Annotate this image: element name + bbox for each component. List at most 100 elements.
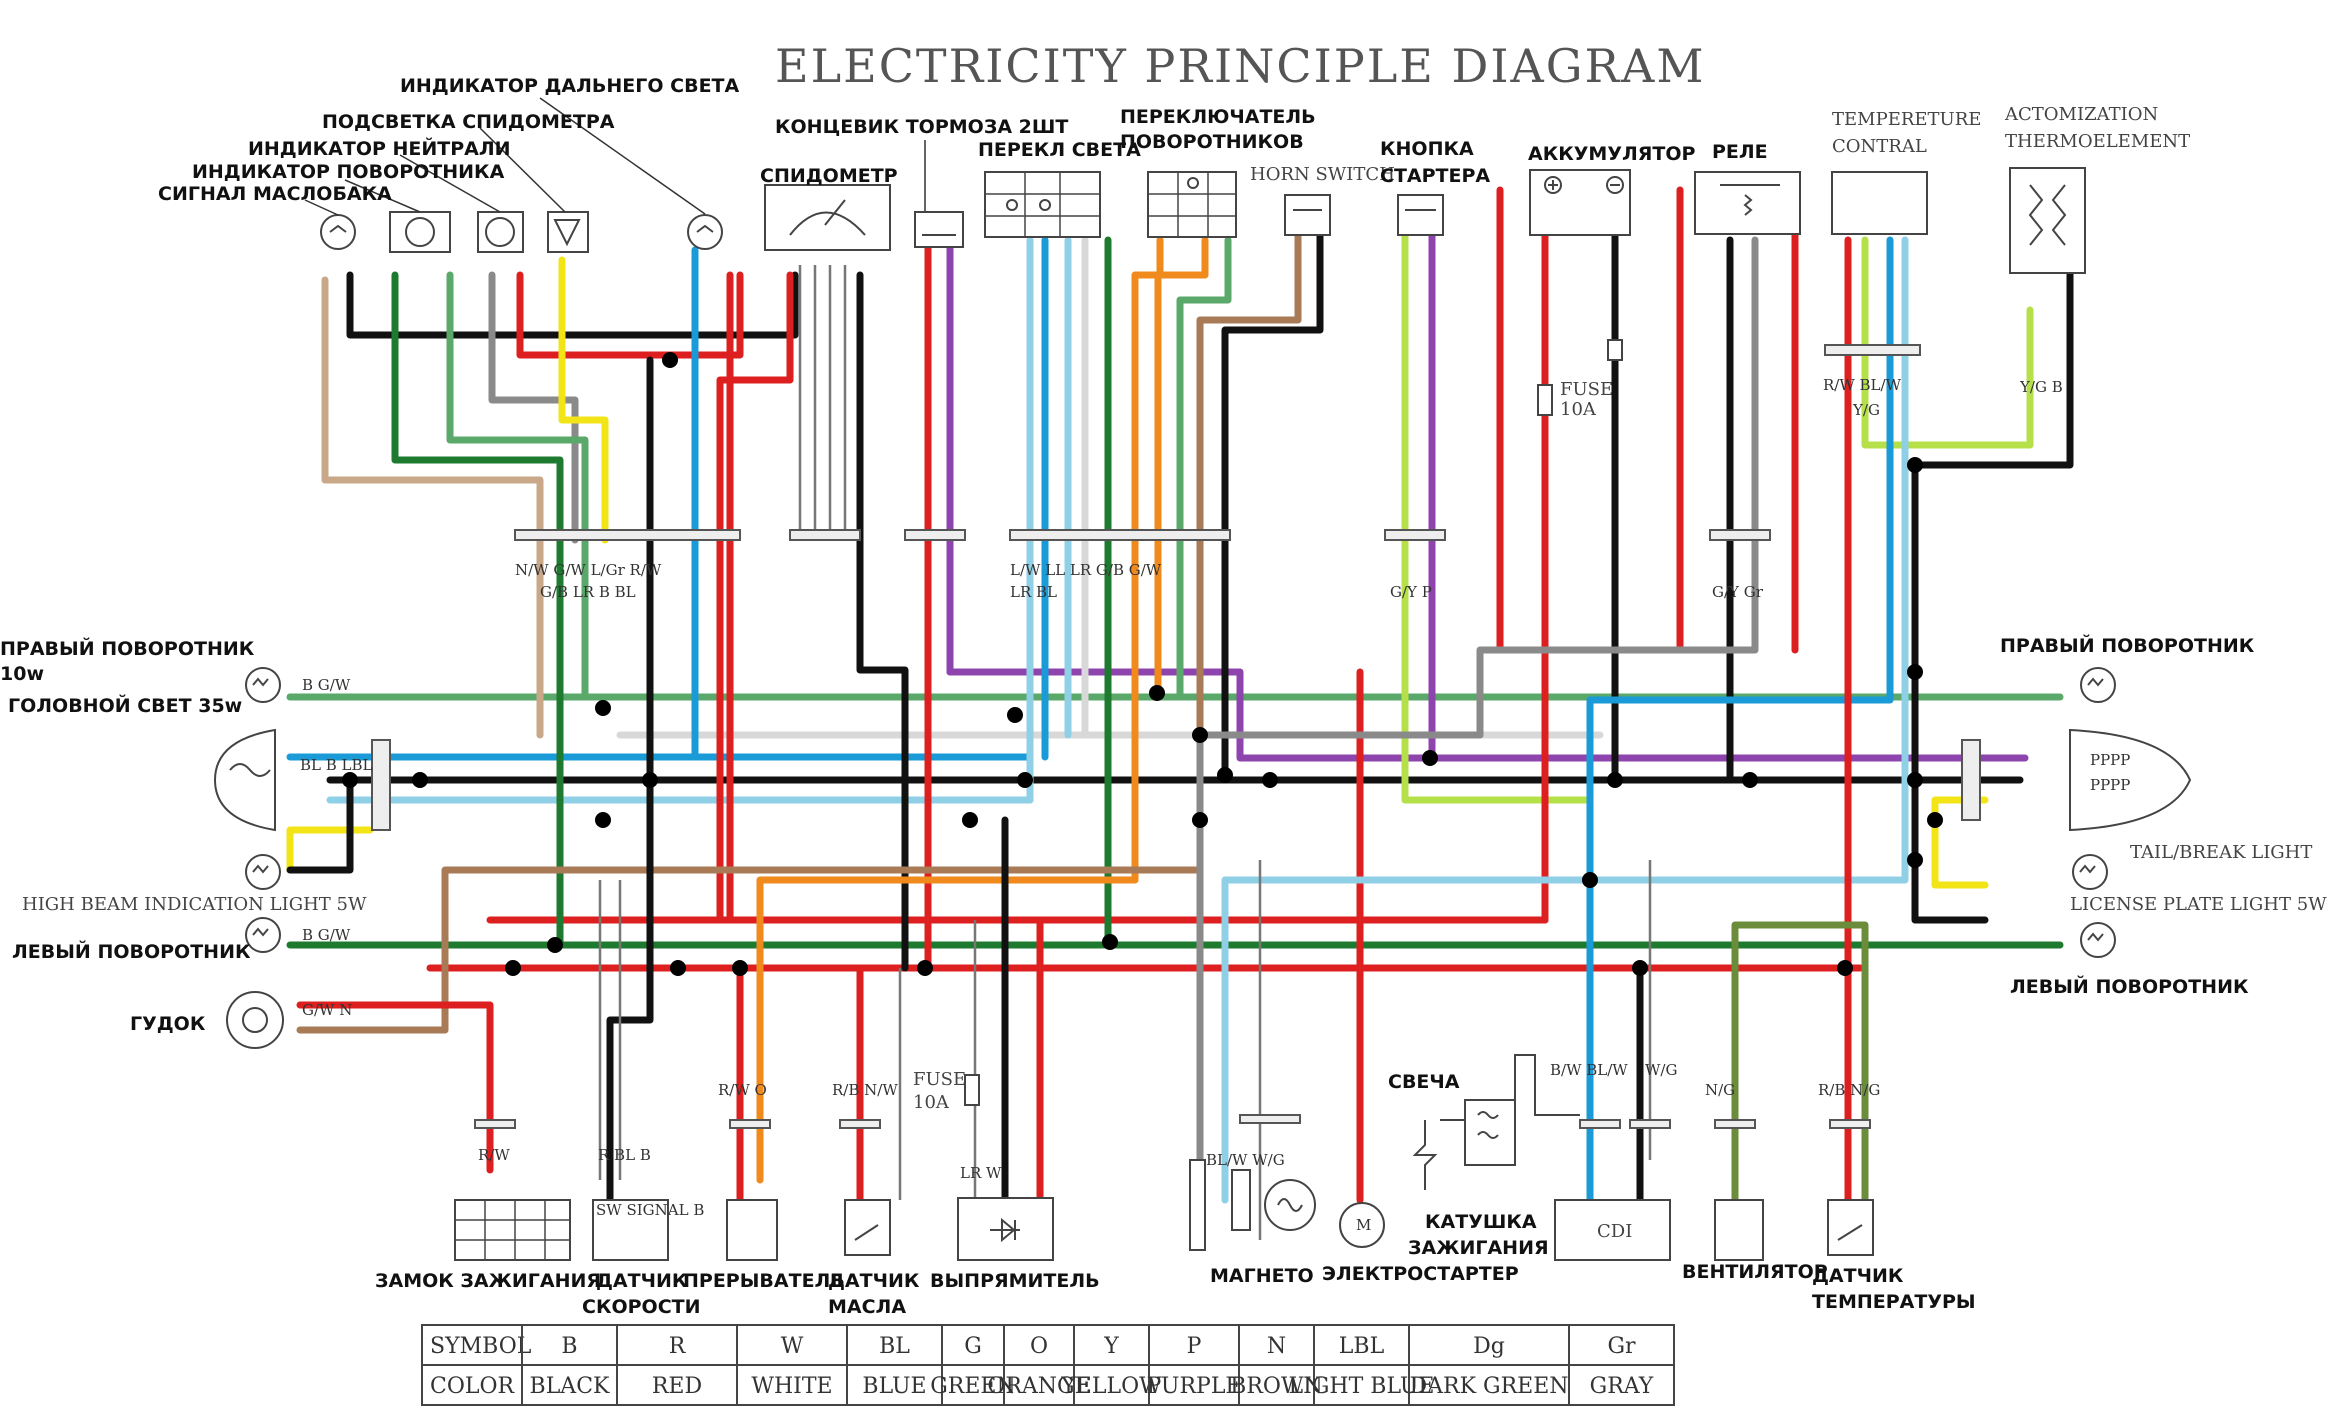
code-oil: R/B N/W (832, 1081, 898, 1099)
ignition-coil (1440, 1054, 1580, 1166)
legend-color-name: GREEN (930, 1374, 1016, 1399)
relay (1694, 171, 1801, 235)
wire-black-speedo (856, 271, 909, 972)
tail-brake-light: PPPP PPPP (1961, 728, 2192, 832)
left-turn-lamp-front (245, 917, 281, 953)
battery (1529, 169, 1631, 236)
legend-color-name: LIGHT BLUE (1289, 1374, 1435, 1399)
legend-color-name: BLUE (862, 1374, 926, 1399)
code-horn: G/W N (302, 1001, 352, 1019)
turn-switch-block (1147, 171, 1237, 238)
code-cdi-2: W/G (1645, 1061, 1677, 1079)
legend-symbol: P (1187, 1334, 1202, 1359)
label-brake-switch: КОНЦЕВИК ТОРМОЗА 2ШТ (775, 116, 1068, 138)
code-magneto: BL/W W/G (1206, 1151, 1285, 1169)
label-light-switch: ПЕРЕКЛ СВЕТА (978, 139, 1141, 161)
temperature-controller (1831, 171, 1928, 235)
ignition-lock (454, 1199, 571, 1261)
right-turn-lamp-front (245, 667, 281, 703)
label-spark-plug: СВЕЧА (1388, 1071, 1460, 1093)
label-speedo-backlight: ПОДСВЕТКА СПИДОМЕТРА (322, 111, 615, 133)
label-oil-sensor-1: ДАТЧИК (828, 1270, 920, 1292)
legend-color-name: BLACK (530, 1374, 610, 1399)
legend-symbol: Gr (1607, 1334, 1636, 1359)
label-left-turn-left: ЛЕВЫЙ ПОВОРОТНИК (12, 940, 251, 963)
code-interrupter: R/W O (718, 1081, 767, 1099)
label-oil-signal: СИГНАЛ МАСЛОБАКА (158, 183, 392, 205)
code-atom: Y/G B (2019, 378, 2063, 396)
thin-harness (598, 265, 1652, 1240)
wire-orange-turn2 (1154, 236, 1209, 701)
code-l-turn: B G/W (302, 926, 351, 944)
spark-plug (1412, 1120, 1438, 1190)
wire-brown-left (321, 276, 544, 739)
label-fuse-top-2: 10A (1560, 399, 1597, 420)
legend-symbol: N (1267, 1334, 1286, 1359)
label-starter-button-1: КНОПКА (1380, 138, 1474, 160)
label-turn-switch-2: ПОВОРОТНИКОВ (1120, 131, 1304, 153)
left-turn-lamp-rear (2080, 922, 2116, 958)
svg-text:PPPP: PPPP (2090, 751, 2130, 769)
wire-green-ind2 (446, 271, 589, 701)
code-temp-sensor: R/B N/G (1818, 1081, 1880, 1099)
code-r-turn: B G/W (302, 676, 351, 694)
wire-red-top (516, 271, 744, 359)
label-right-turn-left: ПРАВЫЙ ПОВОРОТНИК (0, 637, 255, 660)
light-switch-block (984, 171, 1101, 238)
headlight (213, 728, 391, 832)
label-temp-control-1: TEMPERETURE (1832, 109, 1981, 130)
label-starter-button-2: СТАРТЕРА (1380, 165, 1490, 187)
legend-color-name: YELLOW (1060, 1374, 1162, 1399)
label-turn-ind: ИНДИКАТОР ПОВОРОТНИКА (192, 161, 505, 183)
oil-signal-lamp (320, 214, 356, 250)
label-rectifier: ВЫПРЯМИТЕЛЬ (930, 1270, 1100, 1292)
label-turn-switch-1: ПЕРЕКЛЮЧАТЕЛЬ (1120, 106, 1316, 128)
wire-orange-turn (756, 236, 1164, 1184)
legend-symbol: Y (1103, 1334, 1119, 1359)
code-headlight: BL B LBL (300, 756, 373, 774)
label-oil-sensor-2: МАСЛА (828, 1296, 906, 1318)
wire-gray-relay (1196, 236, 1759, 1204)
legend-symbol: BL (879, 1334, 910, 1359)
wire-black-headlight (286, 776, 354, 874)
legend-header-symbol: SYMBOL (430, 1334, 532, 1359)
legend-header-color: COLOR (430, 1374, 516, 1399)
interrupter (726, 1199, 778, 1261)
fuse-bottom (964, 1074, 980, 1106)
magneto (1189, 1159, 1316, 1251)
wire-gray-ind (488, 271, 579, 544)
wire-yellow-ind (558, 256, 609, 544)
wire-green-turn (1176, 236, 1232, 701)
label-atom-1: ACTOMIZATION (2004, 104, 2158, 125)
starter-motor: M (1339, 1202, 1385, 1248)
label-speed-sensor-2: СКОРОСТИ (582, 1296, 701, 1318)
wire-yellow-headlight (286, 826, 374, 874)
legend-symbol: G (964, 1334, 982, 1359)
label-right-turn-right: ПРАВЫЙ ПОВОРОТНИК (2000, 634, 2255, 657)
legend-color-name: GRAY (1590, 1374, 1654, 1399)
label-high-beam-ind: ИНДИКАТОР ДАЛЬНЕГО СВЕТА (400, 75, 740, 97)
legend-symbol: B (561, 1334, 577, 1359)
labels: ИНДИКАТОР ДАЛЬНЕГО СВЕТА ПОДСВЕТКА СПИДО… (0, 75, 2327, 1318)
code-harness-relay: G/Y Gr (1712, 583, 1764, 601)
label-horn: ГУДОК (130, 1013, 206, 1035)
neutral-indicator-lamp (477, 211, 524, 253)
code-harness-left: N/W G/W L/Gr R/W (515, 561, 662, 579)
code-harness-mid: L/W LL LR G/B G/W (1010, 561, 1162, 579)
label-horn-switch: HORN SWITCH (1250, 164, 1395, 185)
label-magneto: МАГНЕТО (1210, 1265, 1314, 1287)
wire-darkgreen-fan (1731, 921, 1869, 1204)
label-battery: АККУМУЛЯТОР (1528, 143, 1695, 165)
legend-symbol: O (1030, 1334, 1048, 1359)
label-fuse-bottom-2: 10A (913, 1092, 950, 1113)
atomization-thermoelement (2009, 167, 2086, 274)
speedo-backlight-lamp (547, 211, 589, 253)
wire-black-atom (1911, 236, 2074, 784)
code-fan: N/G (1705, 1081, 1735, 1099)
label-ign-coil-1: КАТУШКА (1425, 1211, 1537, 1233)
label-high-beam-light: HIGH BEAM INDICATION LIGHT 5W (22, 894, 367, 915)
code-temp: R/W BL/W (1823, 376, 1902, 394)
brake-switch (914, 211, 964, 248)
label-headlight: ГОЛОВНОЙ СВЕТ 35w (8, 694, 242, 717)
horn (226, 991, 284, 1049)
